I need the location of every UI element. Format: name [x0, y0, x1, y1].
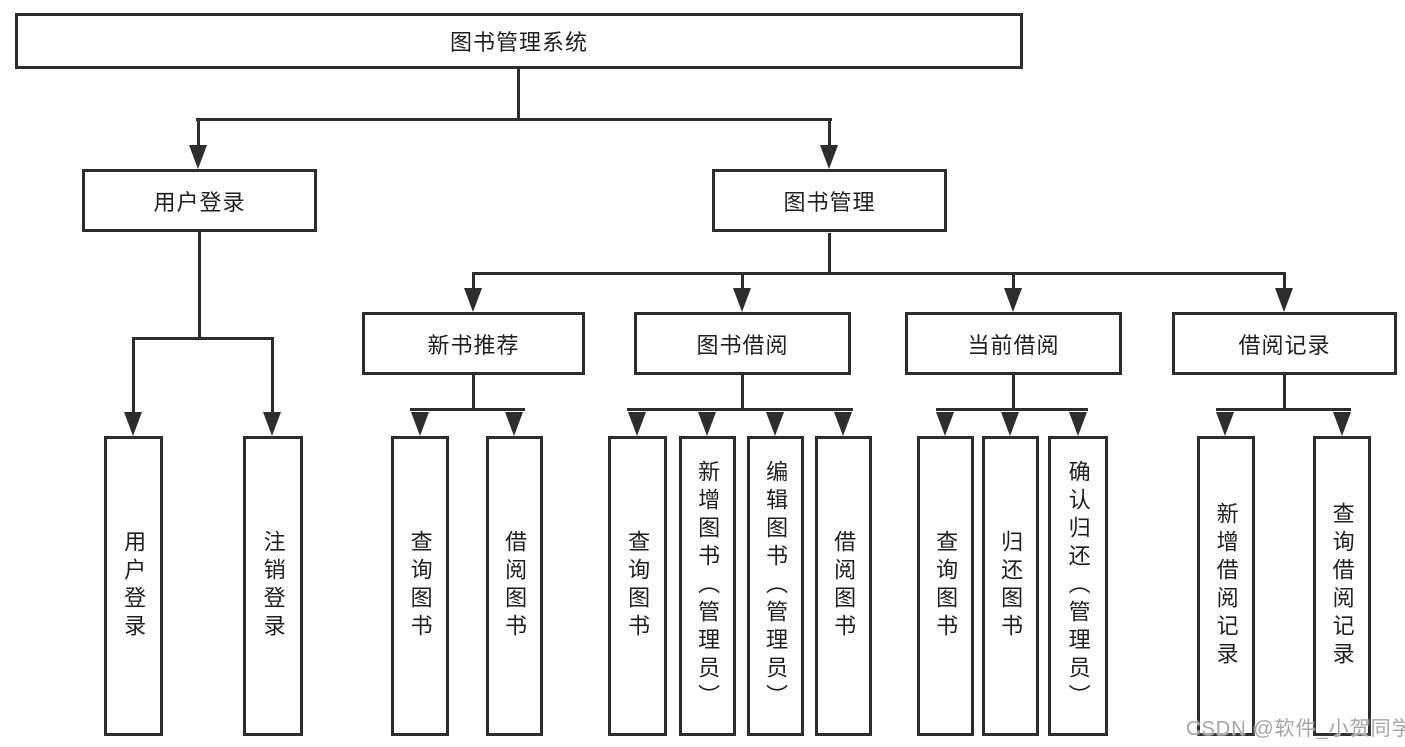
connector-line [410, 408, 525, 411]
connector-line [197, 120, 200, 150]
arrow-down-icon [505, 412, 523, 436]
leaf-add-borrow-record: 新增借阅记录 [1197, 436, 1255, 736]
connector-line [1012, 274, 1015, 290]
connector-line [472, 272, 1286, 275]
node-borrow-records: 借阅记录 [1172, 312, 1397, 375]
leaf-add-book-admin: 新增图书（管理员） [679, 436, 736, 736]
node-book-management: 图书管理 [712, 169, 947, 232]
connector-line [472, 375, 475, 411]
leaf-confirm-return-admin-label: 确认归还（管理员） [1065, 460, 1091, 712]
arrow-down-icon [1333, 412, 1351, 436]
arrow-down-icon [189, 145, 207, 169]
connector-line [1283, 373, 1286, 411]
arrow-down-icon [733, 288, 751, 312]
arrow-down-icon [820, 145, 838, 169]
connector-line [1012, 375, 1015, 411]
leaf-add-borrow-record-label: 新增借阅记录 [1213, 502, 1239, 670]
connector-line [936, 408, 1088, 411]
arrow-down-icon [464, 288, 482, 312]
leaf-query-books-recommend-label: 查询图书 [407, 530, 433, 642]
leaf-borrow-books: 借阅图书 [815, 436, 872, 736]
arrow-down-icon [263, 412, 281, 436]
connector-line [196, 118, 832, 121]
leaf-query-borrow-record-label: 查询借阅记录 [1329, 502, 1355, 670]
node-root-label: 图书管理系统 [449, 30, 588, 55]
arrow-down-icon [1275, 288, 1293, 312]
arrow-down-icon [124, 412, 142, 436]
arrow-down-icon [1001, 412, 1019, 436]
connector-line [741, 274, 744, 290]
arrow-down-icon [628, 412, 646, 436]
connector-line [198, 232, 201, 337]
leaf-query-borrow-record: 查询借阅记录 [1313, 436, 1371, 736]
arrow-down-icon [1004, 288, 1022, 312]
leaf-edit-book-admin-label: 编辑图书（管理员） [763, 460, 789, 712]
leaf-query-books-borrow: 查询图书 [608, 436, 667, 736]
connector-line [1283, 274, 1286, 290]
node-book-management-label: 图书管理 [783, 189, 876, 215]
leaf-borrow-books-recommend: 借阅图书 [486, 436, 543, 736]
node-book-borrow: 图书借阅 [634, 312, 851, 375]
node-new-book-recommend-label: 新书推荐 [427, 332, 520, 358]
leaf-borrow-books-recommend-label: 借阅图书 [502, 530, 528, 642]
connector-line [627, 408, 853, 411]
leaf-user-login: 用户登录 [104, 436, 163, 736]
node-user-login-label: 用户登录 [153, 189, 246, 215]
leaf-query-books-borrow-label: 查询图书 [625, 530, 651, 642]
connector-line [132, 339, 135, 416]
node-new-book-recommend: 新书推荐 [362, 312, 585, 375]
watermark: CSDN @软件_小贺同学 [1186, 718, 1405, 740]
connector-line [1216, 408, 1351, 411]
node-book-borrow-label: 图书借阅 [696, 332, 789, 358]
leaf-query-books-recommend: 查询图书 [391, 436, 449, 736]
leaf-edit-book-admin: 编辑图书（管理员） [747, 436, 804, 736]
connector-line [828, 233, 831, 274]
node-borrow-records-label: 借阅记录 [1238, 332, 1331, 358]
connector-line [828, 120, 831, 150]
node-current-borrow: 当前借阅 [905, 312, 1122, 375]
connector-line [132, 337, 274, 340]
connector-line [741, 375, 744, 411]
leaf-confirm-return-admin: 确认归还（管理员） [1048, 436, 1108, 736]
leaf-borrow-books-label: 借阅图书 [831, 530, 857, 642]
leaf-logout-label: 注销登录 [260, 530, 286, 642]
arrow-down-icon [411, 412, 429, 436]
arrow-down-icon [698, 412, 716, 436]
leaf-query-books-current: 查询图书 [917, 436, 974, 736]
leaf-user-login-label: 用户登录 [121, 530, 147, 642]
arrow-down-icon [936, 412, 954, 436]
node-root: 图书管理系统 [15, 13, 1023, 69]
leaf-add-book-admin-label: 新增图书（管理员） [695, 460, 721, 712]
node-current-borrow-label: 当前借阅 [967, 332, 1060, 358]
arrow-down-icon [1216, 412, 1234, 436]
arrow-down-icon [1069, 412, 1087, 436]
leaf-return-books-label: 归还图书 [998, 530, 1024, 642]
connector-line [271, 339, 274, 416]
leaf-return-books: 归还图书 [982, 436, 1039, 736]
connector-line [472, 274, 475, 290]
leaf-query-books-current-label: 查询图书 [933, 530, 959, 642]
node-user-login: 用户登录 [82, 169, 317, 232]
connector-line [517, 69, 520, 118]
arrow-down-icon [834, 412, 852, 436]
arrow-down-icon [766, 412, 784, 436]
leaf-logout: 注销登录 [243, 436, 303, 736]
